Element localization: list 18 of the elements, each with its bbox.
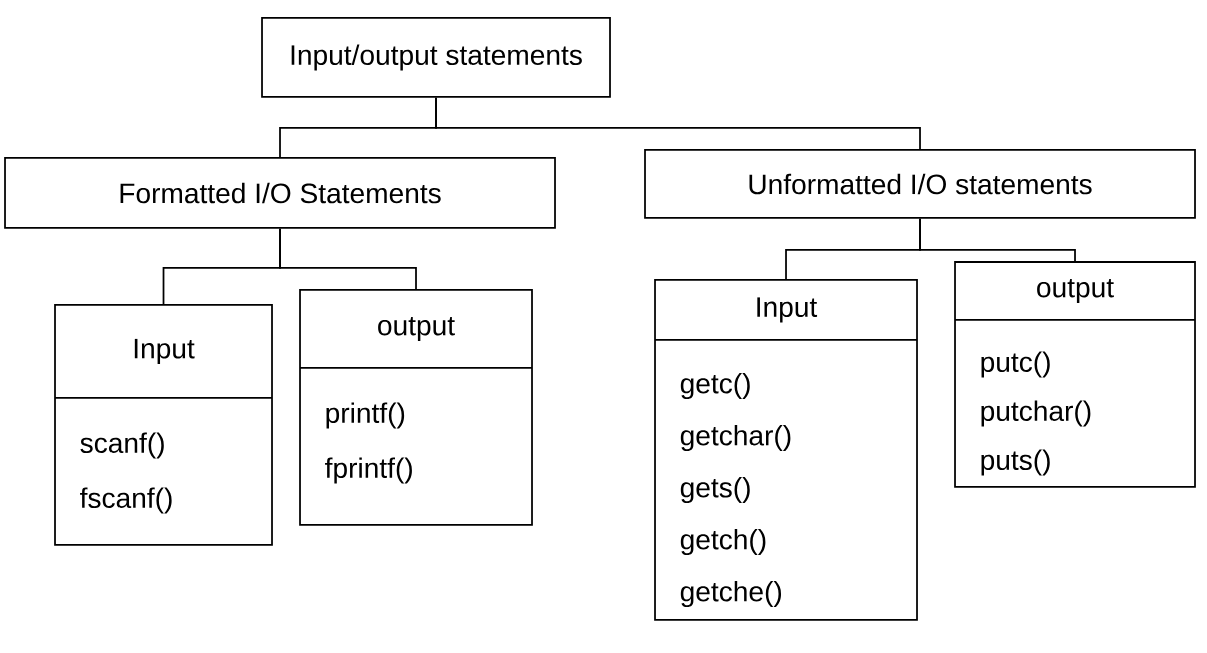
- function-name: getc(): [680, 372, 750, 400]
- function-name: fprintf(): [325, 457, 412, 484]
- function-name: getchar(): [680, 424, 791, 452]
- function-name: putchar(): [981, 400, 1091, 427]
- function-name: getche(): [680, 580, 781, 608]
- function-name: puts(): [981, 449, 1050, 476]
- function-name: scanf(): [80, 432, 164, 459]
- connector-line: [435, 97, 921, 150]
- function-name: getch(): [680, 528, 766, 556]
- connector-line: [279, 228, 417, 290]
- function-name: fscanf(): [80, 487, 172, 514]
- function-name: printf(): [326, 402, 405, 429]
- connector-line: [919, 218, 1076, 262]
- category-box: Formatted I/O Statements: [4, 157, 556, 229]
- function-name: putc(): [981, 351, 1050, 378]
- function-name: gets(): [680, 476, 750, 504]
- category-box: Unformatted I/O statements: [644, 149, 1196, 219]
- category-box: Input/output statements: [261, 17, 611, 98]
